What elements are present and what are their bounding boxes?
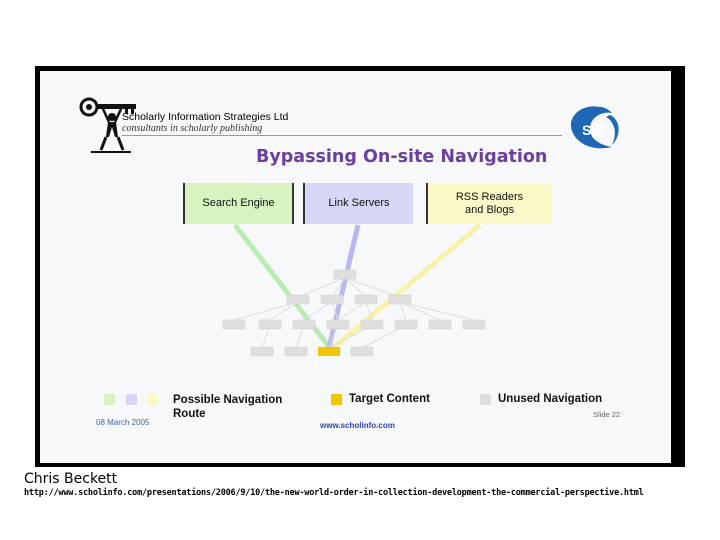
legend-swatch-unused bbox=[480, 394, 491, 405]
legend-swatch-blue bbox=[126, 394, 137, 405]
tree-node bbox=[251, 347, 273, 356]
tree-node bbox=[395, 320, 417, 329]
footer-url: www.scholinfo.com bbox=[320, 421, 395, 430]
tree-connectors bbox=[234, 278, 474, 348]
search-engine-path bbox=[235, 225, 330, 348]
tree-node bbox=[389, 295, 411, 304]
navigation-paths bbox=[235, 225, 480, 348]
tree-node bbox=[321, 295, 343, 304]
legend-possible-route: Possible Navigation Route bbox=[173, 393, 313, 421]
footer-slide-number: Slide 22 bbox=[593, 410, 620, 419]
entry-rss-readers-blogs: RSS Readers and Blogs bbox=[426, 183, 551, 224]
tree-node bbox=[259, 320, 281, 329]
tree-node bbox=[355, 295, 377, 304]
tree-node bbox=[429, 320, 451, 329]
tree-node bbox=[293, 320, 315, 329]
legend-swatch-target bbox=[331, 394, 342, 405]
slide-frame: Scholarly Information Strategies Ltd con… bbox=[35, 66, 685, 467]
footer-date: 08 March 2005 bbox=[96, 418, 149, 427]
entry-link-servers: Link Servers bbox=[303, 183, 413, 224]
tree-node bbox=[463, 320, 485, 329]
tree-node bbox=[334, 270, 356, 279]
tree-node bbox=[287, 295, 309, 304]
tree-node bbox=[285, 347, 307, 356]
entry-search-engine: Search Engine bbox=[183, 183, 294, 224]
legend-unused-navigation: Unused Navigation bbox=[498, 393, 602, 405]
author-name: Chris Beckett bbox=[24, 471, 117, 487]
target-content-node bbox=[318, 347, 340, 356]
legend-swatch-green bbox=[104, 394, 115, 405]
tree-node bbox=[361, 320, 383, 329]
legend-target-content: Target Content bbox=[349, 393, 430, 405]
slide: Scholarly Information Strategies Ltd con… bbox=[40, 71, 671, 463]
tree-node bbox=[327, 320, 349, 329]
tree-node bbox=[223, 320, 245, 329]
source-url: http://www.scholinfo.com/presentations/2… bbox=[24, 488, 644, 498]
tree-node bbox=[351, 347, 373, 356]
legend-swatch-yellow bbox=[147, 394, 158, 405]
entry-rss-label: RSS Readers and Blogs bbox=[455, 191, 525, 217]
